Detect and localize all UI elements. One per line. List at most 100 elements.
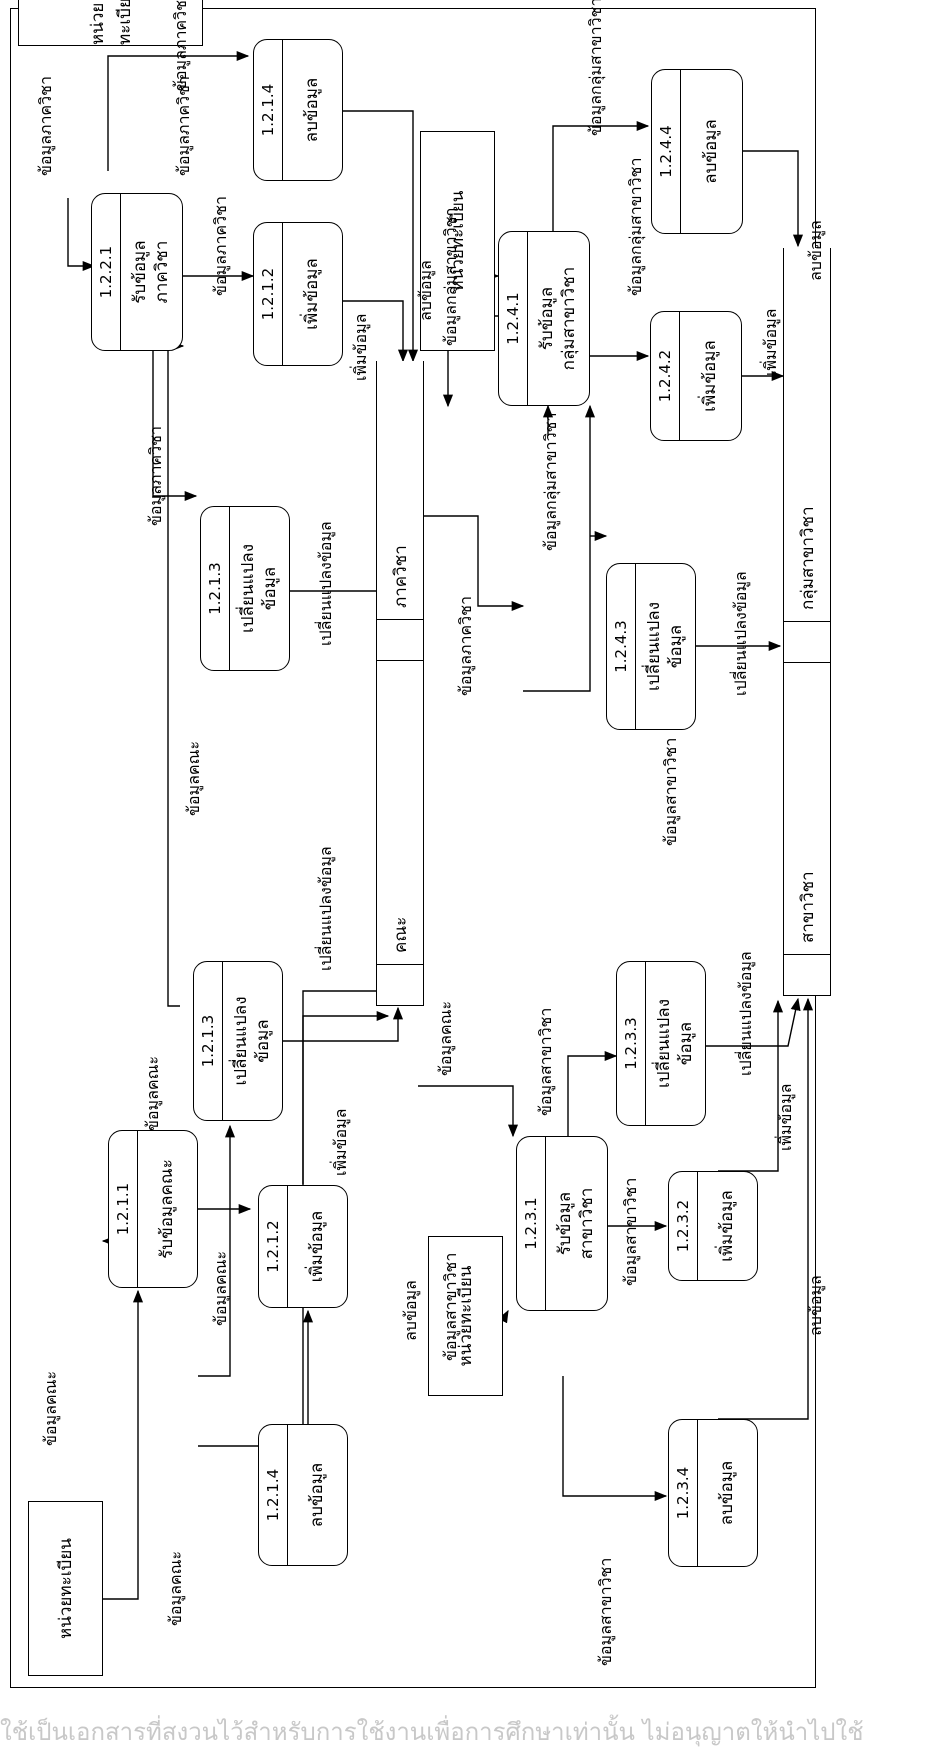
- process-id: 1.2.1.3: [194, 962, 223, 1120]
- flow-label: ข้อมูลคณะ: [143, 1055, 162, 1131]
- process-name: เปลี่ยนแปลง ข้อมูล: [237, 543, 280, 634]
- process-id: 1.2.4.3: [607, 564, 636, 729]
- flow-arrow: [706, 997, 801, 1047]
- data-store-department: ภาควิชา: [376, 361, 424, 661]
- process-name: เปลี่ยนแปลง ข้อมูล: [653, 998, 696, 1089]
- data-store-name: ภาควิชา: [390, 545, 411, 608]
- flow-arrow: [107, 50, 250, 171]
- flow-label: ข้อมูลภาควิชา: [36, 76, 55, 176]
- process-name: ลบข้อมูล: [301, 77, 322, 143]
- flow-label: ข้อมูลสาขาวิชา: [596, 1557, 615, 1666]
- flow-label: ข้อมูลสาขาวิชา: [441, 1252, 460, 1361]
- flow-label: ข้อมูลภาควิชา: [146, 426, 165, 526]
- flow-label: ลบข้อมูล: [806, 220, 825, 281]
- process-id: 1.2.1.4: [254, 40, 283, 180]
- process-name: เปลี่ยนแปลง ข้อมูล: [643, 601, 686, 692]
- data-store-id-cell: [784, 621, 830, 662]
- process-id: 1.2.4.4: [652, 70, 681, 233]
- process-name: ลบข้อมูล: [306, 1462, 327, 1528]
- process-name: ลบข้อมูล: [700, 119, 721, 184]
- flow-label: ลบข้อมูล: [416, 260, 435, 321]
- entity-label: หน่วยทะเบียน: [56, 1538, 76, 1639]
- process-name: ลบข้อมูล: [716, 1460, 737, 1526]
- process-id: 1.2.1.4: [259, 1425, 288, 1565]
- process-id: 1.2.4.2: [651, 312, 680, 440]
- flow-arrow: [343, 110, 419, 363]
- process-1-2-1-2: 1.2.1.2 เพิ่มข้อมูล: [258, 1185, 348, 1308]
- flow-label: ข้อมูลสาขาวิชา: [621, 1177, 640, 1286]
- process-name: รับข้อมูลคณะ: [156, 1159, 177, 1259]
- flow-label: เปลี่ยนแปลงข้อมูล: [316, 521, 335, 646]
- data-store-id-cell: [377, 619, 423, 660]
- process-name: รับข้อมูล ภาควิชา: [129, 240, 172, 304]
- footer-watermark: ใช้เป็นเอกสารที่สงวนไว้สำหรับการใช้งานเพ…: [0, 1718, 864, 1746]
- flow-label: ข้อมูลกลุ่มสาขาวิชา: [541, 412, 560, 551]
- flow-arrow: [552, 120, 650, 231]
- flow-label: ลบข้อมูล: [401, 1280, 420, 1341]
- data-store-name: คณะ: [390, 916, 411, 953]
- process-id: 1.2.4.1: [499, 232, 528, 405]
- process-id: 1.2.2.1: [92, 194, 121, 350]
- process-1-2-1-4: 1.2.1.4 ลบข้อมูล: [253, 39, 343, 181]
- flow-label: เปลี่ยนแปลงข้อมูล: [736, 951, 755, 1076]
- external-entity-registrar: หน่วยทะเบียน: [28, 1501, 103, 1676]
- flow-label: ข้อมูลภาควิชา: [211, 196, 230, 296]
- flow-label: เพิ่มข้อมูล: [776, 1083, 795, 1151]
- flow-label: ข้อมูลสาขาวิชา: [536, 1007, 555, 1116]
- entity-label: หน่วยทะเบียน: [87, 0, 135, 45]
- process-1-2-2-1: 1.2.2.1 รับข้อมูล ภาควิชา: [91, 193, 183, 351]
- flow-arrow: [523, 404, 596, 692]
- flow-arrow: [167, 340, 185, 1007]
- flow-label: ข้อมูลกลุ่มสาขาวิชา: [441, 207, 460, 346]
- data-store-faculty: คณะ: [376, 646, 424, 1006]
- data-store-name: สาขาวิชา: [797, 871, 818, 943]
- process-name: เพิ่มข้อมูล: [301, 258, 322, 330]
- process-name: เพิ่มข้อมูล: [306, 1210, 327, 1283]
- flow-arrow: [67, 198, 96, 272]
- flow-label: ข้อมูลคณะ: [41, 1370, 60, 1446]
- flow-label: ข้อมูลคณะ: [211, 1250, 230, 1326]
- flow-label: ข้อมูลกลุ่มสาขาวิชา: [586, 0, 605, 136]
- data-store-id-cell: [377, 964, 423, 1005]
- process-id: 1.2.3.1: [517, 1137, 546, 1310]
- process-id: 1.2.1.3: [201, 507, 230, 670]
- flow-label: ข้อมูลภาควิชา: [456, 596, 475, 696]
- flow-label: ข้อมูลคณะ: [436, 1000, 455, 1076]
- flow-label: เพิ่มข้อมูล: [331, 1108, 350, 1176]
- flow-arrow: [343, 300, 409, 363]
- flow-label: เพิ่มข้อมูล: [761, 308, 780, 376]
- flow-label: ข้อมูลภาควิชา: [171, 0, 190, 91]
- process-id: 1.2.1.2: [259, 1186, 288, 1307]
- process-1-2-4-1: 1.2.4.1 รับข้อมูล กลุ่มสาขาวิชา: [498, 231, 590, 406]
- process-id: 1.2.3.3: [617, 962, 646, 1125]
- flow-arrow: [567, 1050, 618, 1136]
- dfd-canvas: หน่วยทะเบียนหน่วยทะเบียนหน่วยทะเบียนหน่ว…: [8, 0, 925, 1696]
- process-1-2-4-4: 1.2.4.4 ลบข้อมูล: [651, 69, 743, 234]
- flow-label: ข้อมูลคณะ: [184, 740, 203, 816]
- process-id: 1.2.3.2: [669, 1172, 698, 1280]
- process-name: เพิ่มข้อมูล: [699, 340, 720, 412]
- process-1-2-3-4: 1.2.3.4 ลบข้อมูล: [668, 1419, 758, 1567]
- flow-label: เปลี่ยนแปลงข้อมูล: [316, 846, 335, 971]
- external-entity-registrar: หน่วยทะเบียน: [428, 1236, 503, 1396]
- data-store-major-group: กลุ่มสาขาวิชา: [783, 248, 831, 663]
- flow-label: เปลี่ยนแปลงข้อมูล: [731, 571, 750, 696]
- flow-label: ข้อมูลภาควิชา: [174, 76, 193, 176]
- process-id: 1.2.1.2: [254, 223, 283, 365]
- flow-label: ลบข้อมูล: [806, 1275, 825, 1336]
- flow-arrow: [418, 1085, 519, 1138]
- process-name: เปลี่ยนแปลง ข้อมูล: [230, 996, 273, 1086]
- data-store-name: กลุ่มสาขาวิชา: [797, 506, 818, 610]
- process-id: 1.2.3.4: [669, 1420, 698, 1566]
- flow-arrow: [283, 1006, 404, 1042]
- data-store-id-cell: [784, 954, 830, 995]
- flow-label: ข้อมูลกลุ่มสาขาวิชา: [626, 157, 645, 296]
- process-name: รับข้อมูล กลุ่มสาขาวิชา: [536, 266, 579, 371]
